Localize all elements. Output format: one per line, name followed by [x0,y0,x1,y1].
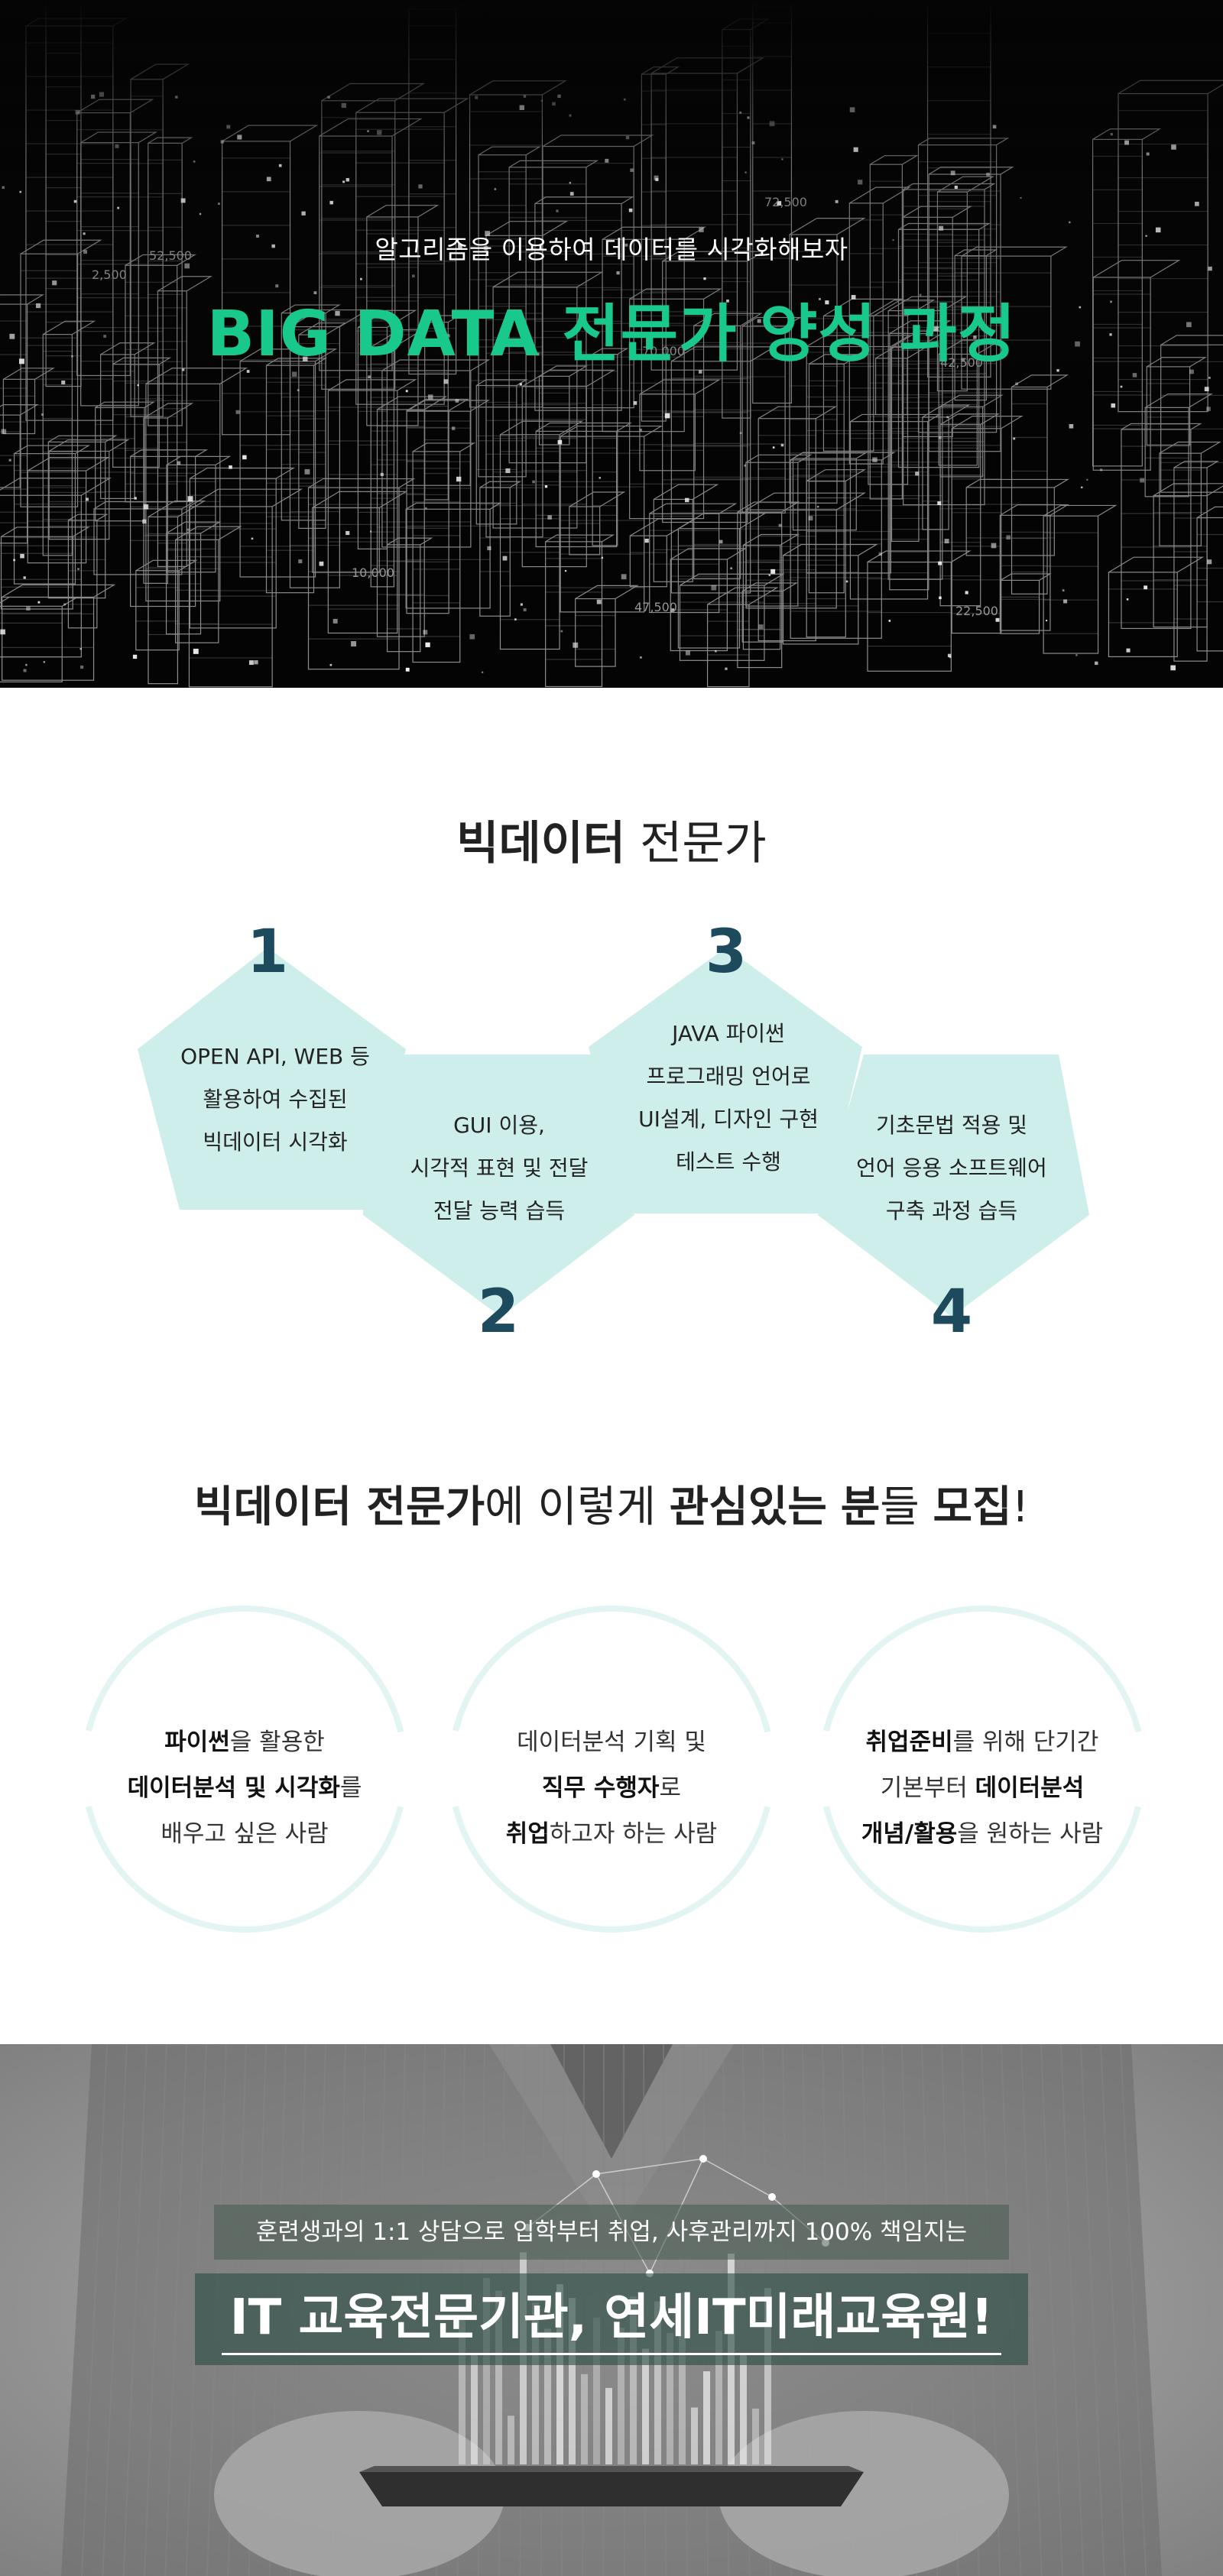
banner-title-underline [222,2353,1001,2355]
hero-subtitle: 알고리즘을 이용하여 데이터를 시각화해보자 [375,235,848,264]
banner-subtitle: 훈련생과의 1:1 상담으로 입학부터 취업, 사후관리까지 100% 책임지는 [214,2205,1009,2260]
step-2-text: GUI 이용, 시각적 표현 및 전달 전달 능력 습득 [410,1113,589,1223]
expert-title-rest: 전문가 [625,817,767,870]
recruit-section-title: 빅데이터 전문가에 이렇게 관심있는 분들 모집! [193,1482,1030,1532]
recruit-circle-1: 파이썬을 활용한 데이터분석 및 시각화를 배우고 싶은 사람 [76,1601,413,1937]
hero-section: 72,50052,50070,00042,50010,00047,50022,5… [0,0,1223,688]
step-4-pentagon [818,1055,1089,1317]
step-3-pentagon [589,948,862,1213]
step-1-number: 1 [247,918,288,987]
city-wireframe-background: 72,50052,50070,00042,50010,00047,50022,5… [0,0,1223,688]
recruit-circle-2: 데이터분석 기획 및 직무 수행자로 취업하고자 하는 사람 [443,1601,780,1937]
steps-diagram: 1 2 3 4 [138,918,1089,1346]
step-4-number: 4 [931,1278,972,1346]
hero-heading: 알고리즘을 이용하여 데이터를 시각화해보자 BIG DATA 전문가 양성 과… [0,229,1223,374]
expert-section-title: 빅데이터 전문가 [0,806,1223,873]
step-2-number: 2 [478,1278,519,1346]
step-2-pentagon [363,1055,634,1317]
expert-title-bold: 빅데이터 [456,817,626,870]
circle-ring [448,1606,775,1933]
step-3-text: JAVA 파이썬 프로그래밍 언어로 UI설계, 디자인 구현 테스트 수행 [638,1021,819,1175]
recruit-circle-3: 취업준비를 위해 단기간 기본부터 데이터분석 개념/활용을 원하는 사람 [814,1601,1150,1937]
step-1-pentagon [138,948,406,1210]
circle-ring [819,1606,1146,1933]
recruit-circle-1-text: 파이썬을 활용한 데이터분석 및 시각화를 배우고 싶은 사람 [127,1729,362,1848]
recruit-circle-3-text: 취업준비를 위해 단기간 기본부터 데이터분석 개념/활용을 원하는 사람 [861,1729,1104,1848]
recruit-circle-2-text: 데이터분석 기획 및 직무 수행자로 취업하고자 하는 사람 [505,1729,718,1848]
footer-banner: 훈련생과의 1:1 상담으로 입학부터 취업, 사후관리까지 100% 책임지는… [0,2044,1223,2576]
expert-section: 빅데이터 전문가 1 2 3 4 OPEN API, WEB 등 활용하여 수집… [0,688,1223,1375]
step-1-text: OPEN API, WEB 등 활용하여 수집된 빅데이터 시각화 [180,1044,370,1155]
banner-title: IT 교육전문기관, 연세IT미래교육원! [195,2273,1028,2365]
hero-title: BIG DATA 전문가 양성 과정 [206,298,1017,371]
step-3-number: 3 [706,918,747,987]
recruit-section: 빅데이터 전문가에 이렇게 관심있는 분들 모집! 파이썬을 활용한 데이터분석… [0,1375,1223,2044]
circle-ring [81,1606,408,1933]
step-4-text: 기초문법 적용 및 언어 응용 소프트웨어 구축 과정 습득 [856,1113,1047,1223]
